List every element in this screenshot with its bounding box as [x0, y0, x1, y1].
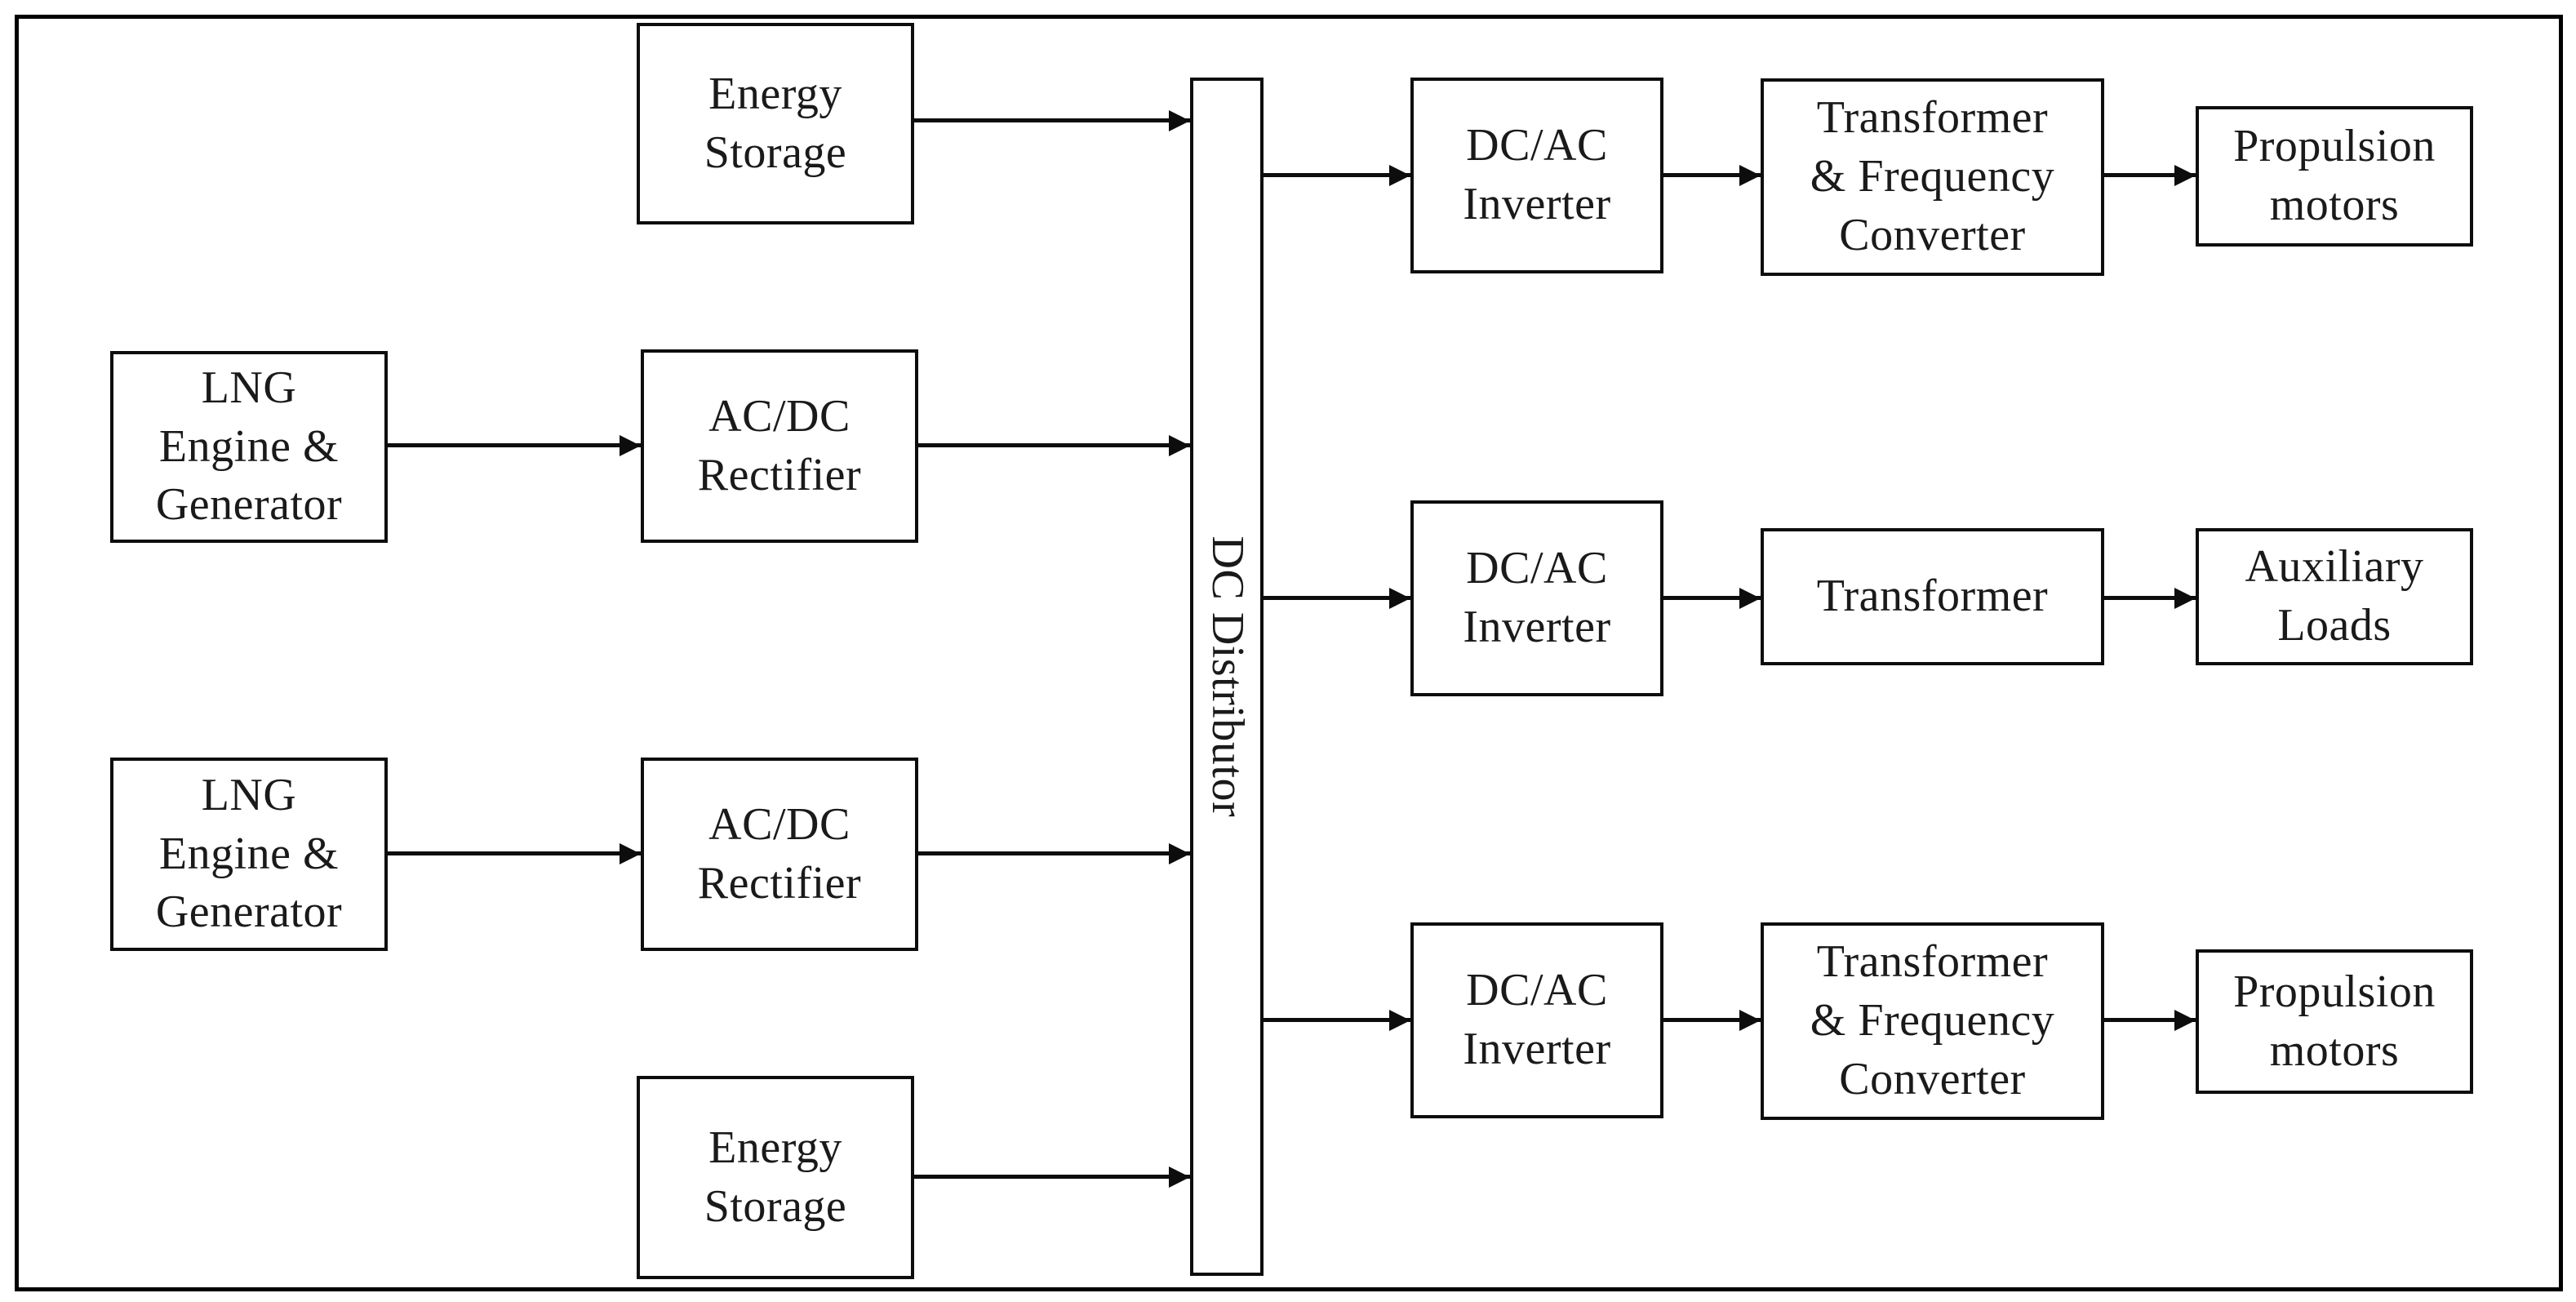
- node-label: AC/DC Rectifier: [697, 390, 862, 500]
- arrow-lng-bottom-to-rectifier-bottom: [388, 842, 641, 864]
- node-label: Transformer & Frequency Converter: [1810, 92, 2055, 260]
- node-label: DC/AC Inverter: [1463, 965, 1611, 1074]
- node-label: DC/AC Inverter: [1463, 543, 1611, 652]
- node-label: Energy Storage: [704, 68, 847, 178]
- arrow-inverter-top-to-transformer-fc-top: [1663, 164, 1761, 186]
- diagram-frame: [15, 15, 2563, 1291]
- node-energy-storage-top: Energy Storage: [637, 23, 914, 224]
- arrow-lng-top-to-rectifier-top: [388, 434, 641, 456]
- arrow-transformer-fc-bottom-to-propulsion-bottom: [2104, 1009, 2196, 1031]
- node-lng-engine-generator-bottom: LNG Engine & Generator: [110, 758, 388, 951]
- arrowhead-icon: [2174, 164, 2196, 186]
- arrowhead-icon: [1389, 1009, 1410, 1031]
- node-dcac-inverter-bottom: DC/AC Inverter: [1410, 922, 1663, 1118]
- node-transformer-frequency-converter-bottom: Transformer & Frequency Converter: [1761, 922, 2104, 1120]
- node-propulsion-motors-bottom: Propulsion motors: [2196, 949, 2473, 1094]
- node-label: Propulsion motors: [2233, 121, 2436, 230]
- node-label: Auxiliary Loads: [2245, 541, 2424, 651]
- node-label: AC/DC Rectifier: [697, 798, 862, 909]
- node-energy-storage-bottom: Energy Storage: [637, 1076, 914, 1279]
- arrow-distributor-to-inverter-bottom: [1264, 1009, 1410, 1031]
- node-dcac-inverter-top: DC/AC Inverter: [1410, 78, 1663, 273]
- node-transformer-middle: Transformer: [1761, 528, 2104, 665]
- node-label: Transformer & Frequency Converter: [1810, 936, 2055, 1104]
- node-transformer-frequency-converter-top: Transformer & Frequency Converter: [1761, 78, 2104, 276]
- arrowhead-icon: [1169, 1166, 1190, 1188]
- arrowhead-icon: [1169, 434, 1190, 456]
- arrowhead-icon: [1169, 109, 1190, 131]
- arrowhead-icon: [1739, 1009, 1761, 1031]
- arrow-energy-top-to-distributor: [914, 109, 1190, 131]
- arrowhead-icon: [1739, 164, 1761, 186]
- arrowhead-icon: [620, 434, 641, 456]
- arrowhead-icon: [1739, 587, 1761, 609]
- arrow-rectifier-bottom-to-distributor: [918, 842, 1190, 864]
- node-acdc-rectifier-bottom: AC/DC Rectifier: [641, 758, 918, 951]
- arrow-energy-bottom-to-distributor: [914, 1166, 1190, 1188]
- arrowhead-icon: [620, 842, 641, 864]
- arrowhead-icon: [2174, 1009, 2196, 1031]
- arrowhead-icon: [2174, 587, 2196, 609]
- arrow-rectifier-top-to-distributor: [918, 434, 1190, 456]
- node-propulsion-motors-top: Propulsion motors: [2196, 106, 2473, 247]
- node-dcac-inverter-middle: DC/AC Inverter: [1410, 500, 1663, 696]
- node-label: Transformer: [1816, 571, 2049, 622]
- arrowhead-icon: [1389, 587, 1410, 609]
- arrow-transformer-fc-top-to-propulsion-top: [2104, 164, 2196, 186]
- node-label: DC Distributor: [1201, 535, 1253, 818]
- node-label: LNG Engine & Generator: [155, 362, 343, 531]
- arrow-distributor-to-inverter-top: [1264, 164, 1410, 186]
- arrowhead-icon: [1389, 164, 1410, 186]
- node-auxiliary-loads: Auxiliary Loads: [2196, 528, 2473, 665]
- arrow-inverter-bottom-to-transformer-fc-bottom: [1663, 1009, 1761, 1031]
- node-label: Energy Storage: [704, 1122, 847, 1232]
- node-label: Propulsion motors: [2233, 966, 2436, 1076]
- node-lng-engine-generator-top: LNG Engine & Generator: [110, 351, 388, 543]
- arrowhead-icon: [1169, 842, 1190, 864]
- node-label: LNG Engine & Generator: [155, 769, 343, 938]
- arrow-transformer-to-auxiliary-loads: [2104, 587, 2196, 609]
- node-dc-distributor: DC Distributor: [1190, 78, 1264, 1276]
- node-acdc-rectifier-top: AC/DC Rectifier: [641, 349, 918, 543]
- arrow-inverter-middle-to-transformer: [1663, 587, 1761, 609]
- node-label: DC/AC Inverter: [1463, 120, 1611, 229]
- arrow-distributor-to-inverter-middle: [1264, 587, 1410, 609]
